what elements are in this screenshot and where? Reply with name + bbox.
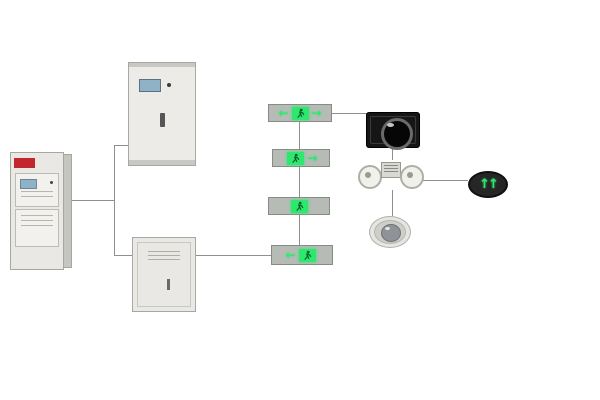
- wire-branch-vertical: [114, 145, 115, 256]
- running-man-icon: [295, 201, 303, 211]
- wire-branch-to-subcabinet: [114, 255, 132, 256]
- exit-sign-plain: [268, 197, 330, 215]
- exit-sign-right-arrow: →: [272, 149, 330, 167]
- left-lamp-head: [358, 165, 382, 189]
- cabinet-door: [137, 242, 191, 307]
- cabinet-meter-panel: [15, 173, 59, 207]
- door-handle: [167, 279, 170, 290]
- lamp-highlight: [385, 227, 390, 230]
- wire-exitsign-to-downlights: [332, 113, 393, 114]
- right-arrow-icon: →: [307, 151, 318, 165]
- up-arrows-icon: ↑↑: [479, 177, 499, 192]
- wire-twin-to-emergencylight: [422, 180, 468, 181]
- indicator-dot: [50, 181, 53, 184]
- emergency-light-body: [381, 162, 401, 178]
- left-arrow-icon: ←: [278, 106, 289, 120]
- twin-head-emergency-light: [358, 160, 424, 190]
- exit-pictogram-panel: [287, 151, 305, 165]
- eps-power-cabinet: [128, 62, 196, 166]
- cabinet-bottom-strip: [129, 160, 195, 165]
- running-man-icon: [296, 108, 304, 118]
- exit-pictogram-panel: [298, 248, 316, 262]
- square-recessed-downlight: [366, 112, 420, 150]
- exit-pictogram-panel: [291, 106, 309, 120]
- downlight-core: [381, 224, 401, 242]
- cabinet-lower-panel: [15, 209, 59, 247]
- door-lock: [160, 113, 165, 127]
- main-distribution-cabinet: [10, 152, 72, 270]
- wire-downlight-to-twin: [392, 148, 393, 160]
- wire-twin-to-rounddownlight: [392, 190, 393, 216]
- left-arrow-icon: ←: [285, 248, 296, 262]
- exit-sign-double-arrow: ← →: [268, 104, 332, 122]
- wire-exitsign-chain: [299, 122, 300, 245]
- wire-branch-to-eps: [114, 145, 128, 146]
- running-man-icon: [303, 250, 311, 260]
- exit-pictogram-panel: [290, 199, 308, 213]
- exit-sign-left-arrow: ←: [271, 245, 333, 265]
- right-lamp-head: [400, 165, 424, 189]
- eps-button: [167, 83, 171, 87]
- panel-detail-lines: [16, 215, 58, 226]
- round-downlight: [369, 216, 411, 248]
- cabinet-red-label: [14, 158, 35, 168]
- wire-subcabinet-to-exitsign: [196, 255, 271, 256]
- right-arrow-icon: →: [311, 106, 322, 120]
- wire-main-to-branch: [72, 200, 114, 201]
- eps-display: [139, 79, 161, 92]
- meter-display: [20, 179, 37, 189]
- cabinet-front-door: [10, 152, 64, 270]
- round-emergency-direction-light: ↑↑: [468, 171, 508, 198]
- lamp-center: [365, 172, 371, 178]
- sub-distribution-cabinet: [132, 237, 196, 312]
- downlight-lamp: [381, 118, 413, 150]
- cabinet-top-strip: [129, 63, 195, 67]
- lamp-center: [407, 172, 413, 178]
- running-man-icon: [292, 153, 300, 163]
- door-label-lines: [138, 251, 190, 260]
- lamp-highlight: [387, 123, 394, 127]
- panel-detail-lines: [16, 191, 58, 197]
